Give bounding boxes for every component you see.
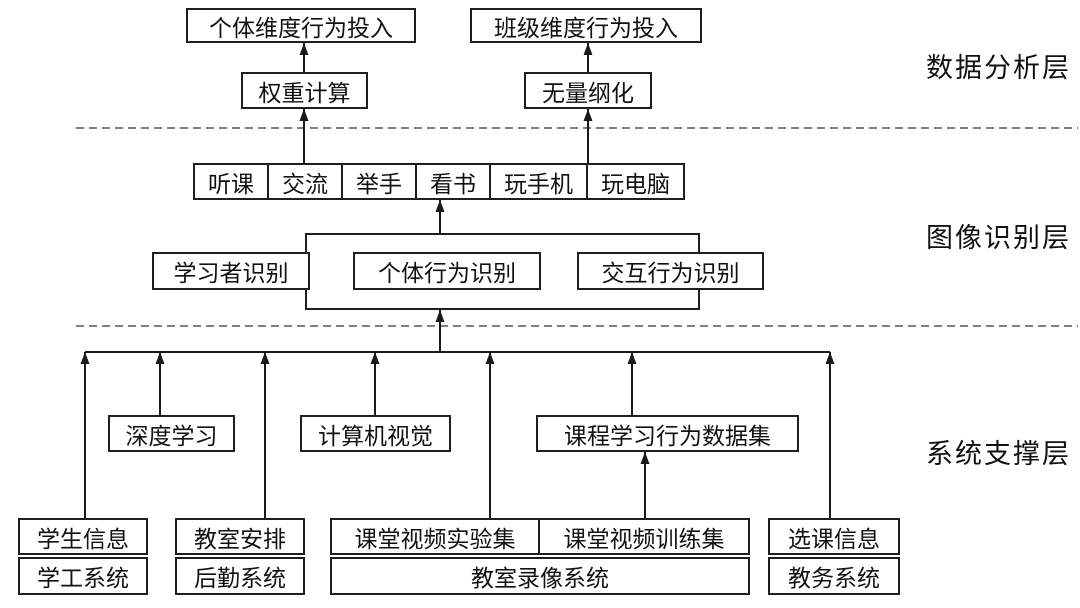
node-course-selection-info: 选课信息 [768, 518, 900, 555]
node-computer-vision: 计算机视觉 [300, 415, 451, 452]
layer-label-image-recognition: 图像识别层 [926, 223, 1071, 253]
behavior-cell-phone-playing: 玩手机 [489, 163, 588, 200]
node-individual-behavior-recognition: 个体行为识别 [353, 252, 541, 290]
node-class-engagement: 班级维度行为投入 [470, 8, 702, 43]
node-academic-affairs-system: 教务系统 [768, 557, 900, 595]
behavior-cell-listening: 听课 [193, 163, 269, 200]
node-course-behavior-dataset: 课程学习行为数据集 [536, 415, 799, 452]
behavior-cell-hand-raising: 举手 [341, 163, 417, 200]
node-classroom-recording-system: 教室录像系统 [330, 557, 750, 595]
node-video-training-set: 课堂视频训练集 [538, 518, 750, 555]
node-individual-engagement: 个体维度行为投入 [186, 8, 416, 43]
node-video-experiment-set: 课堂视频实验集 [330, 518, 540, 555]
behavior-cell-reading: 看书 [415, 163, 491, 200]
node-normalization: 无量纲化 [524, 72, 652, 109]
node-classroom-arrangement: 教室安排 [175, 518, 305, 555]
node-student-info: 学生信息 [18, 518, 148, 555]
node-logistics-system: 后勤系统 [175, 557, 305, 595]
behavior-cell-communicating: 交流 [267, 163, 343, 200]
behavior-cell-computer-playing: 玩电脑 [586, 163, 685, 200]
node-interaction-behavior-recognition: 交互行为识别 [577, 252, 764, 290]
node-deep-learning: 深度学习 [108, 415, 235, 452]
layer-label-data-analysis: 数据分析层 [926, 53, 1071, 83]
behavior-row: 听课 交流 举手 看书 玩手机 玩电脑 [193, 163, 685, 200]
node-learner-recognition: 学习者识别 [152, 252, 310, 290]
layer-label-system-support: 系统支撑层 [926, 439, 1071, 469]
node-student-affairs-system: 学工系统 [18, 557, 148, 595]
node-weight-calculation: 权重计算 [241, 72, 368, 109]
